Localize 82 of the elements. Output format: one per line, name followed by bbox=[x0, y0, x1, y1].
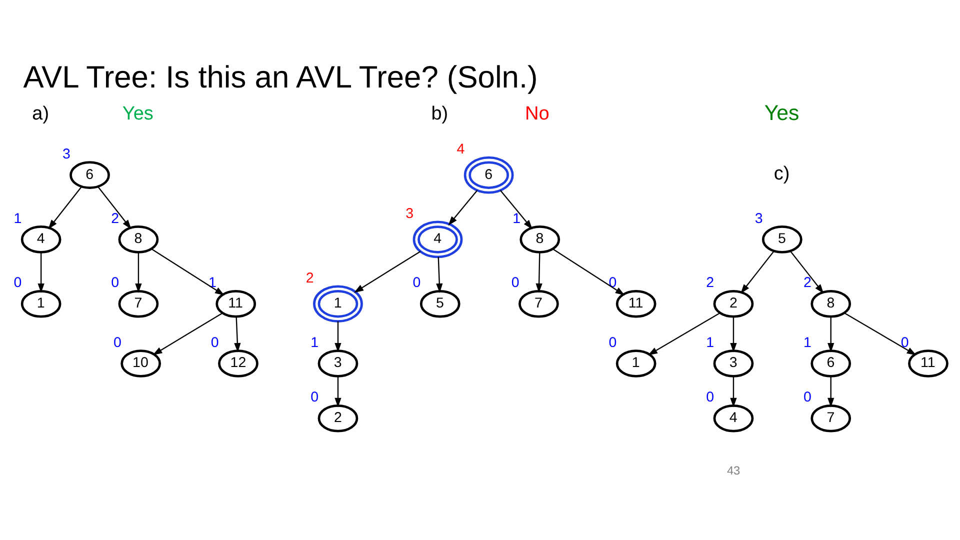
node-label: 0 bbox=[113, 334, 121, 351]
node-ellipse: 11 bbox=[908, 350, 948, 378]
arrow bbox=[436, 256, 442, 293]
label: a) bbox=[32, 103, 49, 124]
node-label: 0 bbox=[608, 275, 616, 292]
arrow bbox=[730, 316, 736, 353]
node-label: 0 bbox=[310, 390, 318, 406]
node-label: 1 bbox=[208, 275, 216, 292]
node-label: 1 bbox=[706, 334, 714, 351]
node-ellipse: 4 bbox=[712, 404, 754, 432]
arrow bbox=[353, 250, 420, 293]
node-ellipse: 5 bbox=[761, 226, 802, 254]
arrow bbox=[827, 316, 834, 353]
label: c) bbox=[773, 164, 790, 185]
arrow bbox=[48, 186, 82, 230]
node-ellipse: 3 bbox=[317, 350, 358, 378]
node-ellipse: 6 bbox=[810, 350, 851, 378]
node-label: 0 bbox=[608, 334, 616, 351]
node-label: 3 bbox=[62, 146, 70, 162]
node-label: 3 bbox=[754, 210, 762, 227]
node-label: 0 bbox=[110, 275, 119, 292]
node-ellipse: 12 bbox=[218, 350, 258, 378]
arrow bbox=[740, 250, 774, 294]
arrow bbox=[334, 376, 341, 408]
node-ellipse: 7 bbox=[810, 404, 851, 432]
node-ellipse: 4 bbox=[20, 226, 61, 254]
node-label: 0 bbox=[803, 390, 811, 406]
label: Yes bbox=[764, 101, 799, 126]
node-ellipse: 1 bbox=[615, 350, 656, 378]
node-ellipse: 8 bbox=[519, 226, 560, 254]
arrow bbox=[152, 312, 222, 356]
node-label: 2 bbox=[706, 275, 714, 292]
label: No bbox=[524, 103, 549, 124]
node-label: 0 bbox=[210, 334, 218, 351]
node-ellipse: 7 bbox=[518, 290, 558, 318]
arrow bbox=[647, 312, 720, 356]
arrow bbox=[827, 376, 834, 408]
node-label: 0 bbox=[706, 390, 714, 406]
node-ellipse: 11 bbox=[215, 290, 256, 318]
node-ellipse: 3 bbox=[712, 350, 754, 378]
arrow bbox=[552, 248, 624, 296]
node-ellipse: 8 bbox=[118, 226, 158, 254]
arrow bbox=[96, 186, 131, 230]
label: b) bbox=[430, 103, 448, 124]
node-ellipse: 6 bbox=[463, 156, 514, 194]
node-ellipse: 8 bbox=[810, 290, 851, 318]
node-label: 0 bbox=[510, 275, 519, 292]
arrow bbox=[789, 250, 824, 294]
arrow bbox=[844, 312, 916, 356]
node-ellipse: 1 bbox=[20, 290, 61, 318]
node-label: 2 bbox=[305, 270, 314, 286]
node-ellipse: 7 bbox=[118, 290, 158, 318]
node-ellipse: 2 bbox=[317, 404, 358, 432]
node-ellipse: 10 bbox=[120, 350, 161, 378]
node-label: 1 bbox=[13, 210, 22, 227]
label: Yes bbox=[122, 103, 153, 124]
node-ellipse: 4 bbox=[412, 220, 462, 258]
node-label: 4 bbox=[456, 142, 464, 158]
arrow bbox=[37, 252, 44, 293]
arrow bbox=[535, 252, 542, 293]
arrow bbox=[448, 190, 478, 226]
node-label: 2 bbox=[803, 275, 811, 292]
arrow bbox=[334, 321, 341, 353]
node-label: 0 bbox=[412, 275, 420, 292]
node-ellipse: 6 bbox=[69, 161, 110, 189]
diagram-title: AVL Tree: Is this an AVL Tree? (Soln.) bbox=[22, 59, 538, 94]
arrow bbox=[499, 190, 532, 230]
node-label: 0 bbox=[13, 275, 22, 292]
arrow bbox=[150, 248, 224, 296]
arrow bbox=[730, 376, 736, 408]
node-label: 3 bbox=[405, 206, 414, 222]
arrow bbox=[234, 316, 240, 353]
node-label: 2 bbox=[110, 210, 119, 227]
arrow bbox=[134, 252, 142, 293]
node-ellipse: 11 bbox=[615, 290, 656, 318]
node-label: 1 bbox=[803, 334, 811, 351]
node-ellipse: 2 bbox=[712, 290, 754, 318]
node-label: 1 bbox=[512, 210, 520, 227]
node-label: 0 bbox=[900, 334, 908, 351]
node-label: 1 bbox=[310, 334, 318, 351]
node-ellipse: 5 bbox=[419, 290, 460, 318]
label: 43 bbox=[726, 463, 740, 478]
